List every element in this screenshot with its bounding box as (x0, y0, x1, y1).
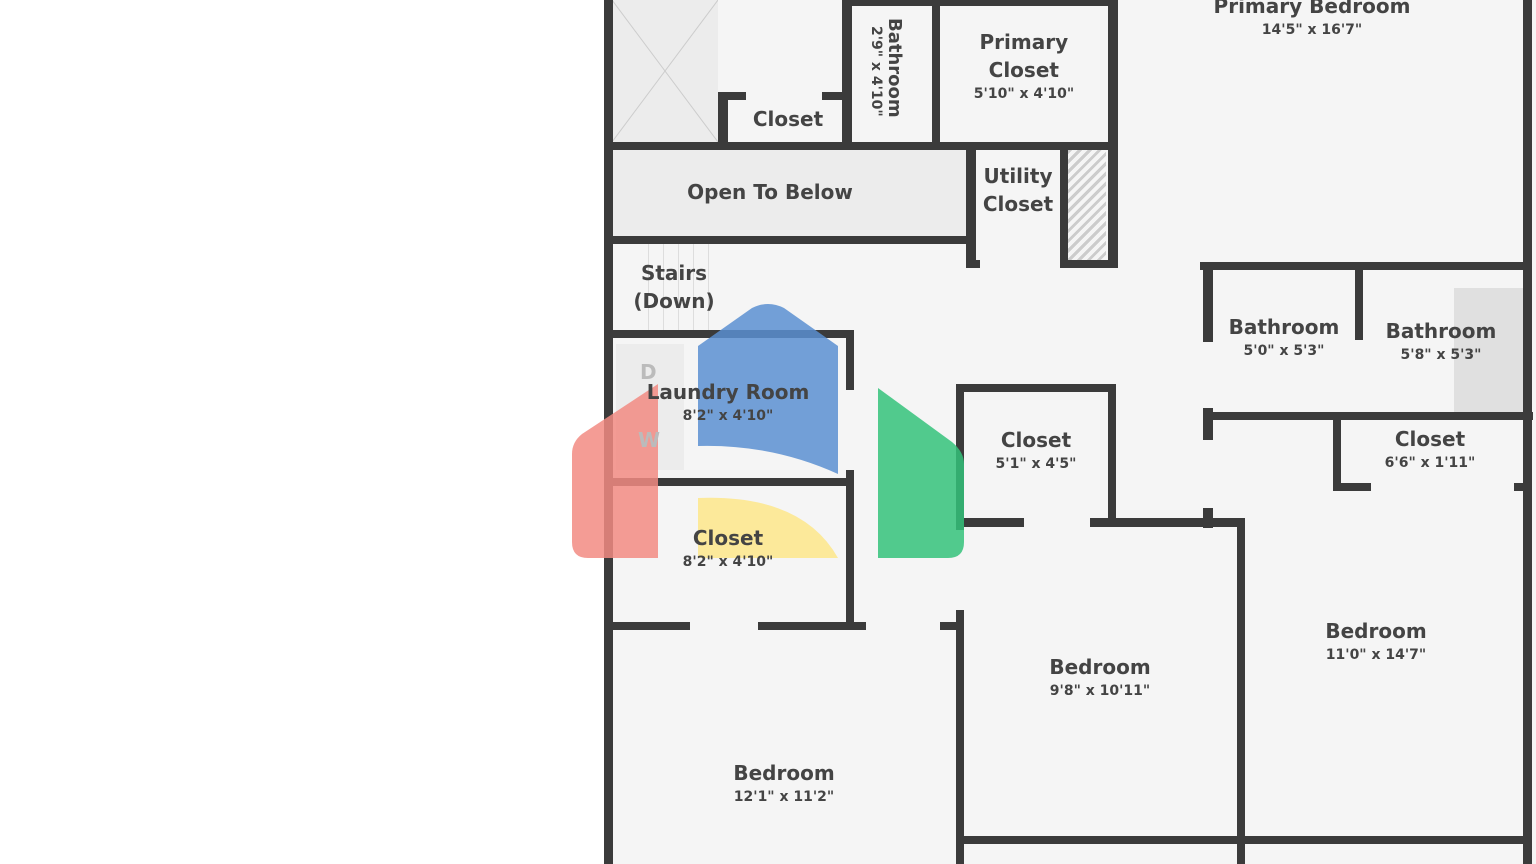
washer-label: W (638, 428, 661, 452)
logo-blue-segment (698, 304, 838, 474)
google-home-logo-icon (572, 304, 964, 558)
hatched-shaft (1068, 150, 1106, 260)
logo-yellow-segment (698, 497, 838, 558)
stairs-treads (634, 244, 720, 330)
shower-x-icon (612, 0, 718, 142)
room-label-closet-top: Closet (752, 107, 824, 131)
bathtub (1454, 288, 1524, 412)
dryer-label: D (640, 360, 657, 384)
open-to-below-area (612, 150, 966, 236)
logo-green-segment (878, 388, 964, 558)
room-label-bathroom-small: Bathroom 2'9" x 4'10" (868, 18, 905, 118)
logo-red-segment (572, 384, 658, 558)
room-label-open-to-below: Open To Below (687, 180, 853, 204)
room-label-stairs: Stairs (Down) (633, 261, 715, 313)
room-label-utility-closet: Utility Closet (982, 164, 1054, 216)
